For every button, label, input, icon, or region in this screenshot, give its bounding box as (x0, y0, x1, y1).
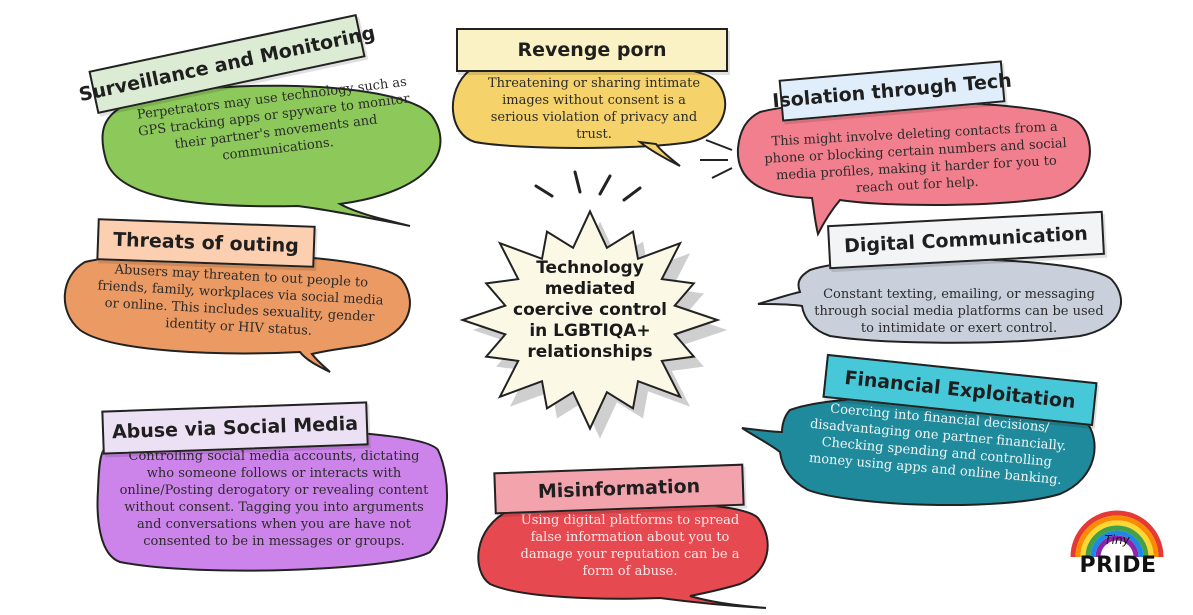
rainbow-arc (1095, 535, 1139, 558)
bubble-text-misinfo: Using digital platforms to spread false … (520, 513, 740, 579)
bubble-text-social: Controlling social media accounts, dicta… (119, 449, 429, 549)
center-line: Technology (536, 258, 644, 278)
bubble-text-digital: Constant texting, emailing, or messaging… (814, 287, 1104, 336)
rainbow-arc (1080, 520, 1154, 558)
logo-word: PRIDE (1079, 553, 1157, 578)
rainbow-arc (1085, 525, 1149, 558)
starburst-shape (459, 209, 721, 431)
bubble-shape (757, 257, 1122, 344)
burst-lines (700, 139, 733, 179)
logo-tiny-text: Tiny (1104, 533, 1130, 547)
bubble-shape (63, 252, 411, 373)
bubble-tail (636, 140, 681, 167)
bubble-text-revenge: Threatening or sharing intimate images w… (487, 76, 701, 142)
bubble-shape (101, 84, 442, 227)
center-title: Technology mediated coercive control in … (500, 258, 680, 363)
center-line: in LGBTIQA+ (529, 321, 651, 341)
center-line: relationships (527, 342, 653, 362)
rainbow-arc (1070, 510, 1164, 558)
burst-lines-top (534, 170, 642, 202)
tiny-pride-logo: Tiny PRIDE (1065, 505, 1170, 595)
rainbow-arc (1090, 530, 1144, 558)
rainbow-arc (1075, 515, 1159, 558)
bubble-shape (736, 100, 1091, 237)
bubble-shape (477, 499, 769, 609)
center-line: coercive control (513, 300, 667, 320)
center-line: mediated (544, 279, 636, 299)
label-revenge: Revenge porn (456, 28, 728, 72)
rainbow-icon (1070, 510, 1164, 558)
